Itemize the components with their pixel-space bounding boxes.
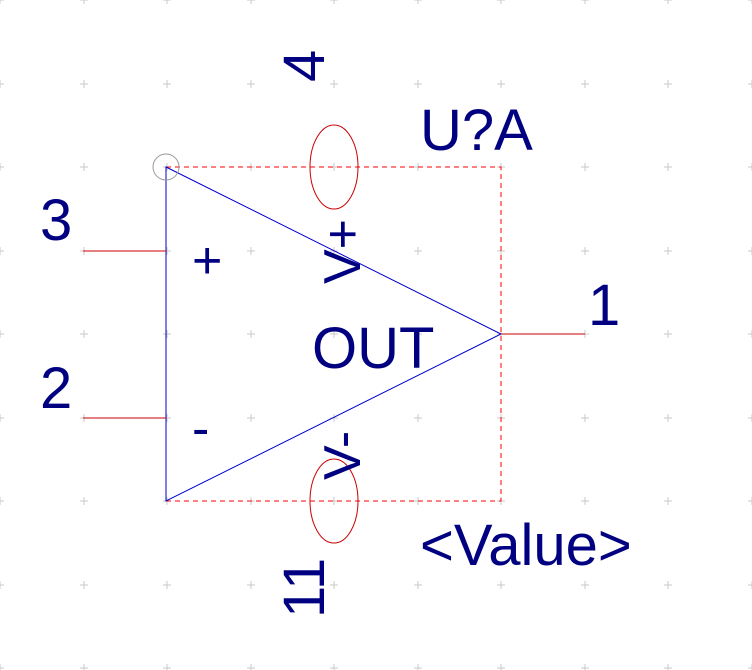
pin-11-number: 11 [272, 558, 337, 618]
pin-2-number: 2 [40, 356, 72, 421]
reference-designator[interactable]: U?A [420, 98, 533, 163]
pin-4-power-marker[interactable] [309, 124, 359, 210]
supply-pos-label: V+ [314, 219, 372, 284]
part-value[interactable]: <Value> [420, 513, 632, 578]
pin-1-number: 1 [588, 273, 620, 338]
part-origin-marker [152, 153, 180, 181]
pin-4-number: 4 [272, 50, 337, 82]
pin-3-number: 3 [40, 188, 72, 253]
opamp-triangle-body[interactable] [165, 166, 503, 502]
supply-neg-label: V- [314, 431, 372, 480]
inverting-sign: - [192, 400, 209, 458]
output-label: OUT [312, 316, 434, 381]
noninverting-sign: + [192, 232, 222, 290]
pin-11-power-marker[interactable] [309, 458, 359, 544]
